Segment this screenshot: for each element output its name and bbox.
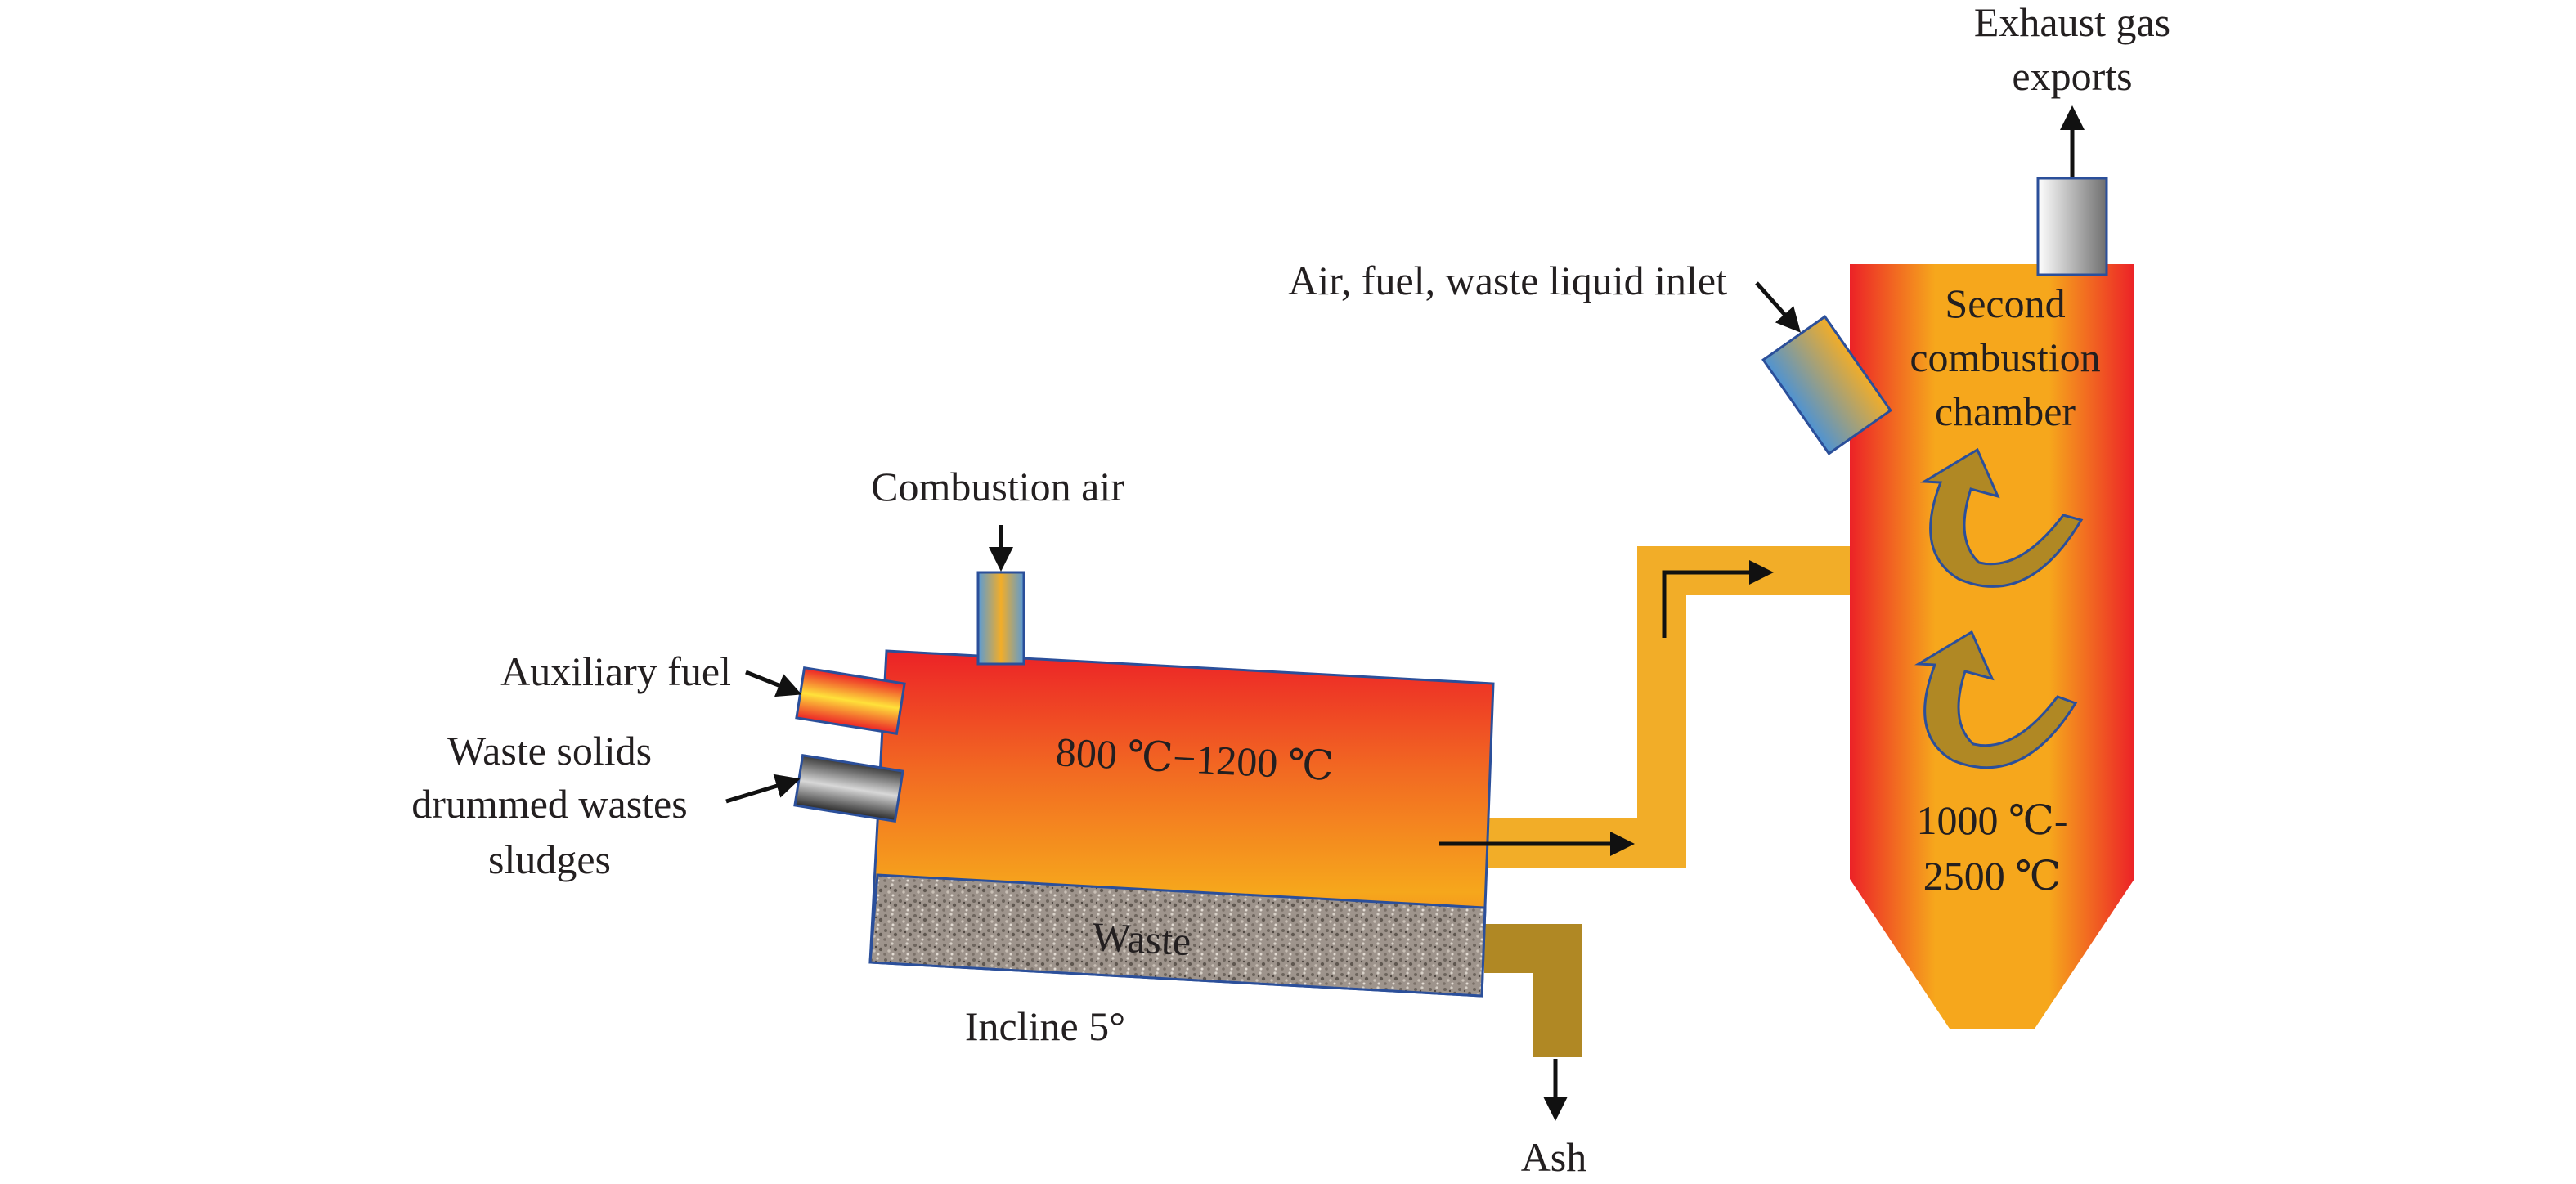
swirl-arrow-lower bbox=[1914, 630, 2078, 769]
waste-solids-label-line2: drummed wastes bbox=[411, 781, 687, 827]
waste-solids-label-line1: Waste solids bbox=[447, 728, 652, 774]
exhaust-stack bbox=[2036, 177, 2108, 276]
waste-solids-arrow bbox=[725, 774, 801, 804]
ash-label: Ash bbox=[1521, 1134, 1587, 1180]
exhaust-label-line1: Exhaust gas bbox=[1974, 0, 2170, 45]
waste-bed bbox=[868, 873, 1487, 998]
combustion-air-inlet bbox=[976, 571, 1025, 666]
auxiliary-fuel-arrow bbox=[745, 670, 802, 697]
waste-solids-label-line3: sludges bbox=[488, 836, 611, 882]
swirl-arrow-upper bbox=[1919, 447, 2084, 588]
combustion-air-label: Combustion air bbox=[871, 464, 1124, 509]
second-chamber-label-line1: Second bbox=[1945, 280, 2065, 326]
exhaust-label-line2: exports bbox=[2012, 53, 2132, 99]
secondary-temperature-line2: 2500 ℃ bbox=[1923, 853, 2061, 899]
liquid-inlet-nozzle bbox=[1761, 315, 1892, 455]
waste-label: Waste bbox=[1091, 913, 1192, 964]
rotary-kiln bbox=[868, 649, 1495, 998]
duct-gas-arrow bbox=[1662, 560, 1774, 638]
second-chamber-label-line3: chamber bbox=[1935, 388, 2076, 434]
flue-gas-duct bbox=[1482, 546, 1850, 868]
liquid-inlet-arrow bbox=[1755, 281, 1801, 333]
auxiliary-fuel-label: Auxiliary fuel bbox=[500, 648, 731, 694]
incline-label: Incline 5° bbox=[965, 1003, 1125, 1049]
liquid-inlet-label: Air, fuel, waste liquid inlet bbox=[1288, 258, 1727, 303]
second-combustion-chamber bbox=[1850, 264, 2134, 1029]
ash-chute bbox=[1484, 924, 1582, 1057]
second-chamber-label-line2: combustion bbox=[1910, 334, 2100, 380]
secondary-temperature-line1: 1000 ℃- bbox=[1916, 797, 2067, 843]
